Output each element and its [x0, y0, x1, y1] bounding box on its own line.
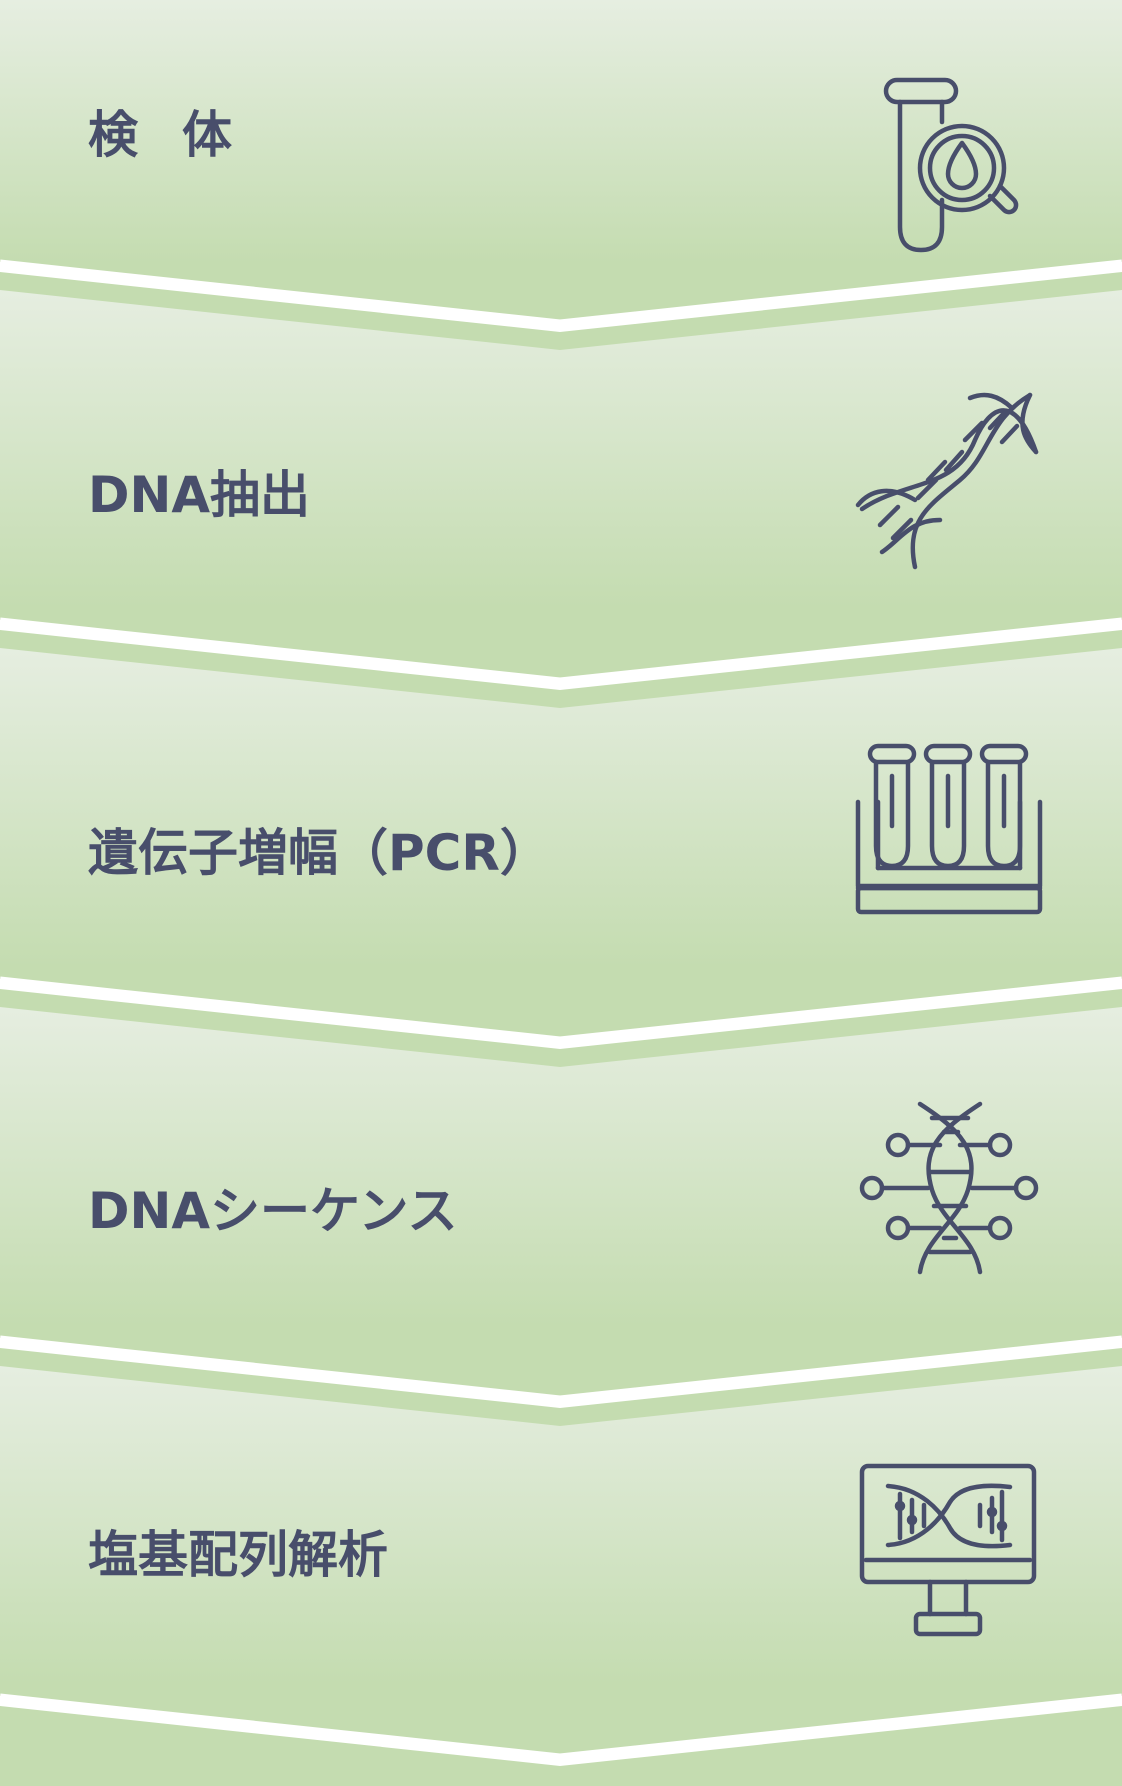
step-icons [855, 77, 1043, 1637]
test-tube-magnifier-icon [883, 77, 1019, 253]
monitor-dna-icon [859, 1463, 1037, 1637]
step-label-pcr: 遺伝子増幅（PCR） [88, 824, 550, 882]
chevron-arrows [0, 259, 1122, 1786]
step-label-specimen: 検体 [88, 106, 276, 164]
test-tube-rack-icon [855, 743, 1043, 915]
band-1 [0, 0, 1122, 322]
chevron-arrow-3 [0, 976, 1122, 1067]
band-3 [0, 644, 1122, 1039]
step-label-dna-sequencing: DNAシーケンス [88, 1182, 458, 1240]
dna-network-icon [859, 1101, 1039, 1275]
band-2 [0, 286, 1122, 680]
dna-helix-icon [855, 392, 1039, 570]
chevron-arrow-1 [0, 259, 1122, 350]
step-label-sequence-analysis: 塩基配列解析 [88, 1526, 388, 1584]
chevron-arrow-2 [0, 617, 1122, 708]
chevron-arrow-4 [0, 1335, 1122, 1426]
step-label-dna-extraction: DNA抽出 [88, 466, 310, 524]
chevron-arrow-5 [0, 1693, 1122, 1786]
band-4 [0, 1003, 1122, 1398]
band-5 [0, 1362, 1122, 1756]
step-labels: 検体 DNA抽出 遺伝子増幅（PCR） DNAシーケンス 塩基配列解析 [88, 106, 550, 1584]
